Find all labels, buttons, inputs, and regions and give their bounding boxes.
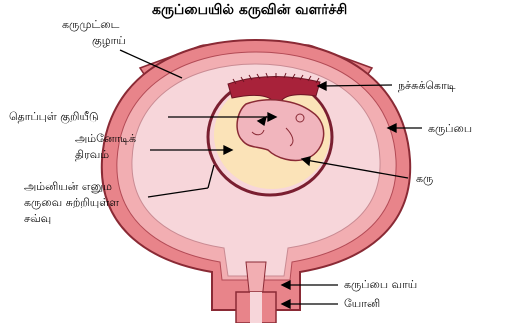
label-fallopian-line2: குழாய் <box>92 34 126 47</box>
label-vagina: யோனி <box>344 297 380 310</box>
label-placenta: நச்சுக்கொடி <box>398 79 455 92</box>
label-amnion-line1: அம்னியன் எனும <box>24 180 112 193</box>
label-umbilical: தொப்புள் குறியீடு <box>9 110 99 123</box>
label-amnion-line2: கருவை சுற்றியுள்ள <box>24 196 119 209</box>
label-fallopian-line1: கருமுட்டை <box>62 18 119 31</box>
label-embryo: கரு <box>416 172 433 185</box>
label-amnion-line3: சவ்வு <box>24 212 51 225</box>
diagram-title: கருப்பையில் கருவின் வளர்ச்சி <box>152 2 347 20</box>
label-amniotic-line2: திரவம் <box>75 148 109 161</box>
label-uterus: கருப்பை <box>428 122 472 135</box>
vagina-inner <box>250 292 262 323</box>
label-amniotic-line1: அம்னோடிக் <box>75 132 136 145</box>
label-cervix: கருப்பை வாய் <box>344 278 417 291</box>
